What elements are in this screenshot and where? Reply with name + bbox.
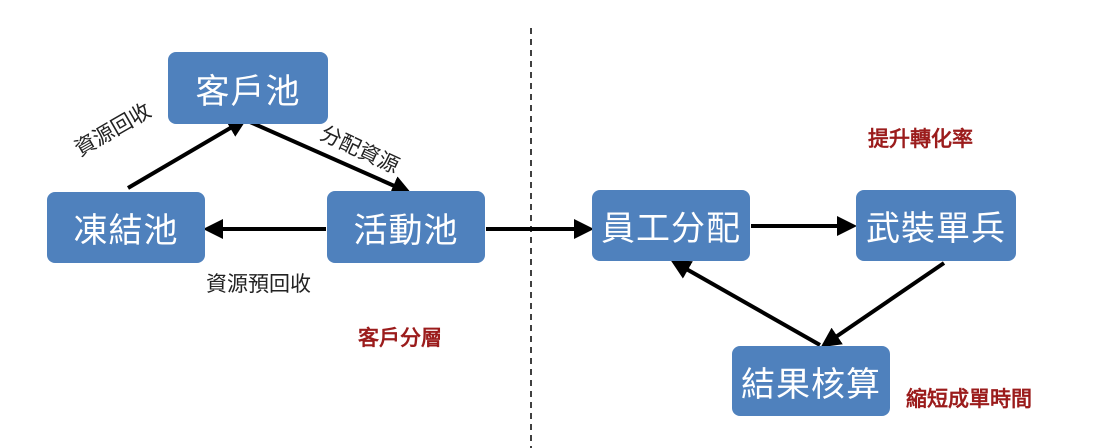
arrow-frozen-to-customer xyxy=(126,117,248,190)
node-staff-allocation: 員工分配 xyxy=(592,190,750,261)
section-title-conversion-rate: 提升轉化率 xyxy=(868,127,973,151)
label-shorten-deal-time: 縮短成單時間 xyxy=(906,387,1032,411)
arrow-customer-to-active xyxy=(249,120,412,195)
arrow-result-to-staff xyxy=(670,260,821,347)
node-customer-pool: 客戶池 xyxy=(168,52,328,124)
node-active-pool: 活動池 xyxy=(327,191,485,263)
section-title-customer-tiering: 客戶分層 xyxy=(358,326,442,350)
arrow-soldier-to-result xyxy=(820,261,946,348)
node-frozen-pool: 凍結池 xyxy=(47,192,205,263)
node-armed-soldier: 武裝單兵 xyxy=(856,190,1016,261)
node-result-accounting: 結果核算 xyxy=(732,346,890,416)
edge-label-resource-pre-recovery: 資源預回收 xyxy=(206,272,311,296)
